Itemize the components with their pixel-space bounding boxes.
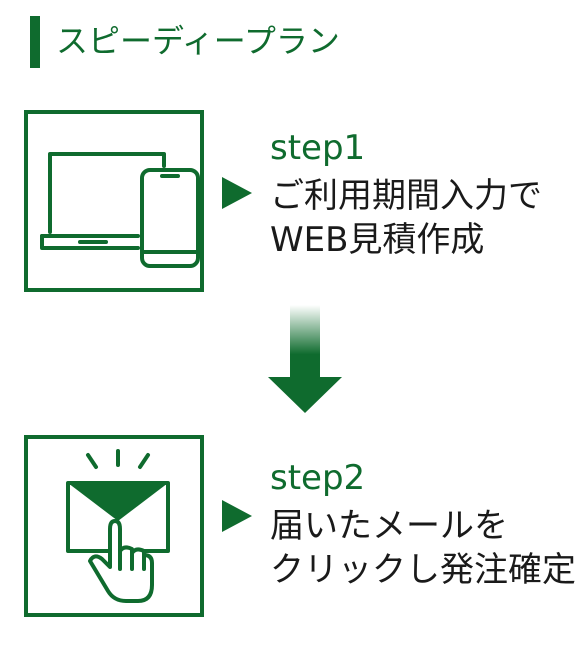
laptop-smartphone-icon bbox=[40, 152, 200, 268]
step2-text-line2: クリックし発注確定 bbox=[270, 550, 576, 590]
step1-label: step1 bbox=[270, 128, 366, 168]
page-title: スピーディープラン bbox=[56, 22, 340, 60]
step1-text-line1: ご利用期間入力で bbox=[270, 176, 542, 216]
step1-icon-box bbox=[24, 110, 204, 292]
step1-text-line2: WEB見積作成 bbox=[270, 220, 485, 260]
step1-pointer bbox=[222, 177, 252, 209]
email-click-icon bbox=[66, 449, 170, 603]
step2-icon-box bbox=[24, 435, 204, 617]
step2-label: step2 bbox=[270, 458, 366, 498]
step2-text-line1: 届いたメールを bbox=[270, 506, 508, 546]
title-accent-bar bbox=[30, 16, 40, 68]
down-arrow-icon bbox=[268, 305, 342, 413]
step2-pointer bbox=[222, 500, 252, 532]
